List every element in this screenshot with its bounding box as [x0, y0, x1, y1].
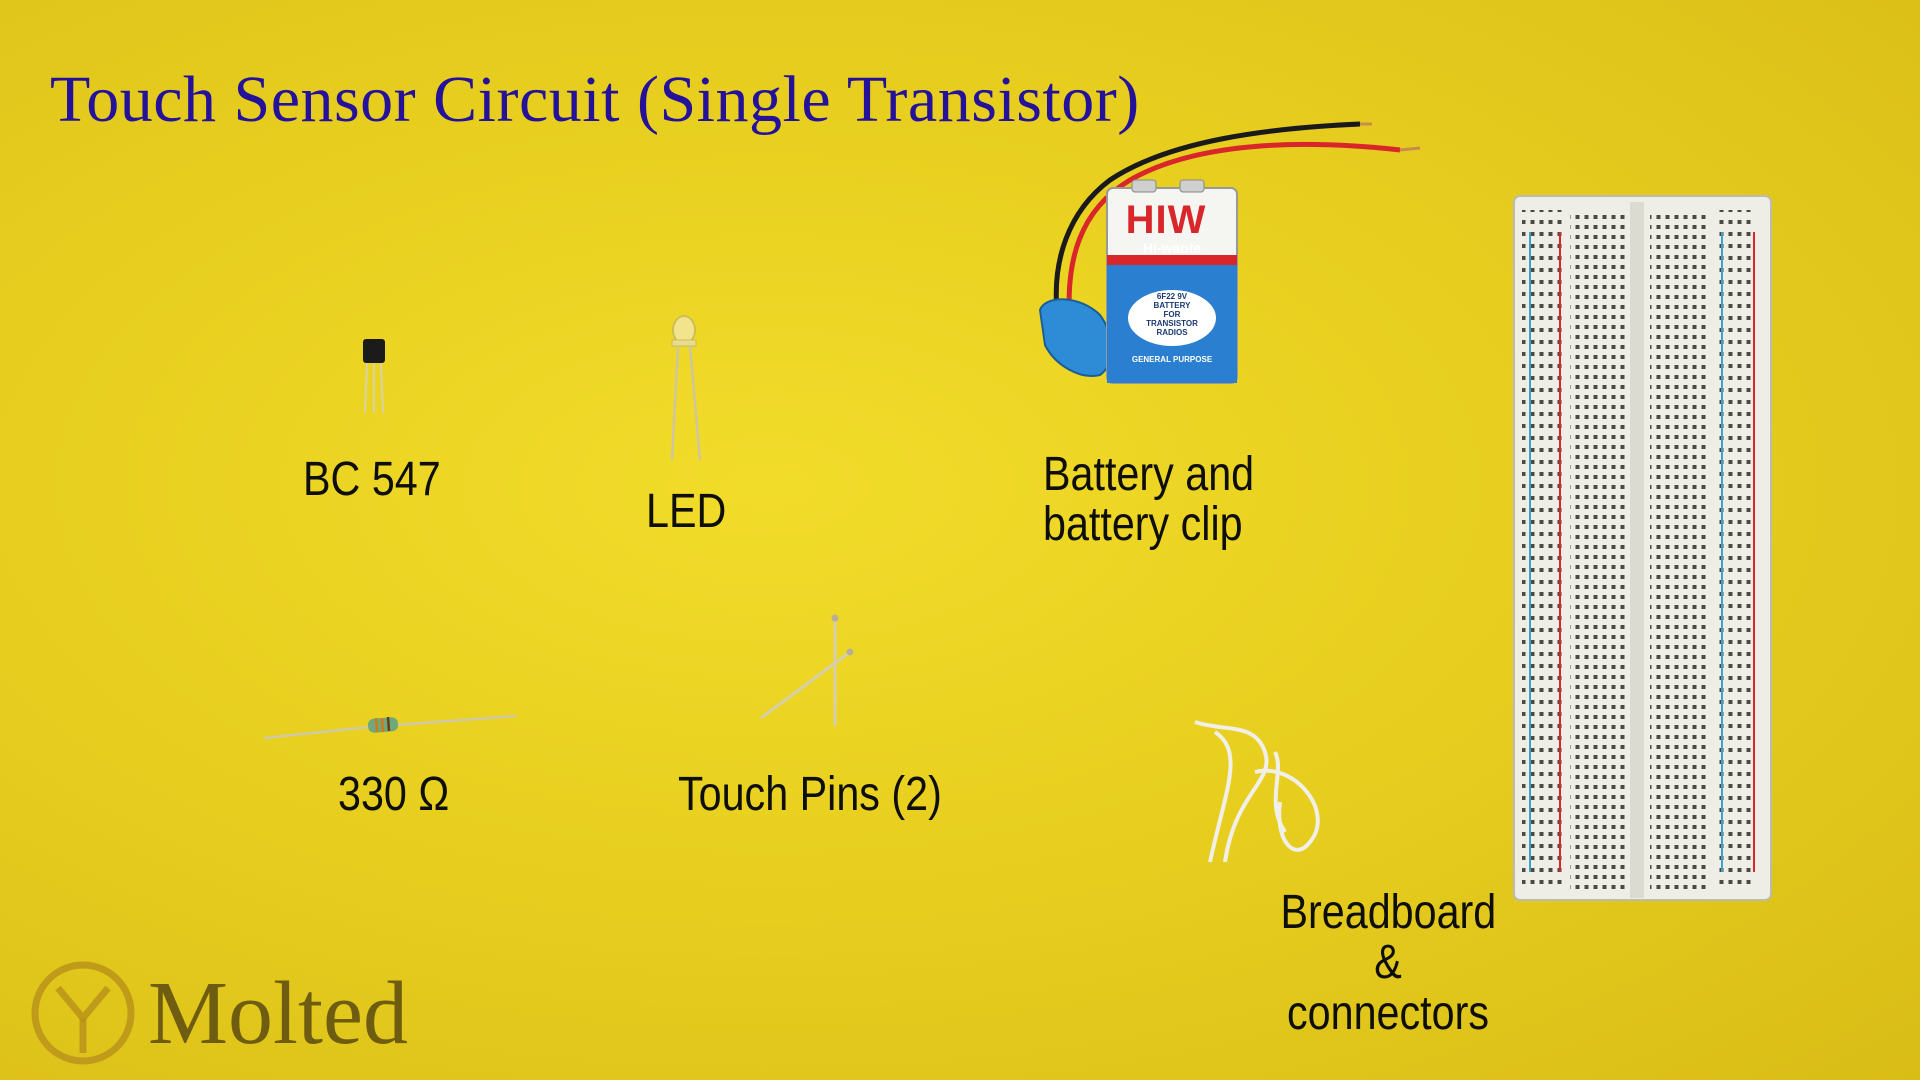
molted-logo-icon [31, 961, 135, 1065]
touch-pins [760, 614, 854, 726]
breadboard-label-line1: Breadboard [1280, 886, 1497, 939]
connector-wires [1194, 720, 1320, 863]
transistor-label: BC 547 [303, 453, 441, 506]
breadboard [1513, 195, 1772, 901]
breadboard-label-line3: connectors [1287, 986, 1489, 1040]
battery-model-line: TRANSISTOR [1146, 319, 1198, 328]
battery-model-line: FOR [1163, 310, 1181, 319]
battery-purpose: GENERAL PURPOSE [1131, 355, 1213, 364]
battery-label: Battery and battery clip [1043, 448, 1255, 552]
led-component [670, 315, 702, 461]
battery-model-line: RADIOS [1156, 328, 1188, 337]
battery-with-clip [1038, 121, 1421, 384]
battery-model-text: 6F22 9V BATTERY FOR TRANSISTOR RADIOS [1128, 292, 1216, 337]
battery-subbrand: Hi-waote [1142, 240, 1202, 256]
page-title: Touch Sensor Circuit (Single Transistor) [50, 63, 1140, 136]
watermark-text: Molted [148, 964, 408, 1063]
breadboard-label: Breadboard & connectors [1280, 886, 1497, 1040]
resistor-label: 330 Ω [338, 768, 450, 821]
led-label: LED [646, 485, 727, 538]
battery-label-line1: Battery and [1043, 448, 1255, 501]
battery-brand: HIW [1125, 198, 1207, 242]
battery-model-line: BATTERY [1153, 301, 1191, 310]
touch-pins-label: Touch Pins (2) [678, 768, 942, 821]
transistor-bc547 [363, 339, 385, 414]
breadboard-label-line2: & [1374, 936, 1402, 990]
battery-label-line2: battery clip [1043, 498, 1243, 552]
battery-model-line: 6F22 9V [1156, 292, 1188, 301]
resistor-330 [263, 714, 517, 740]
